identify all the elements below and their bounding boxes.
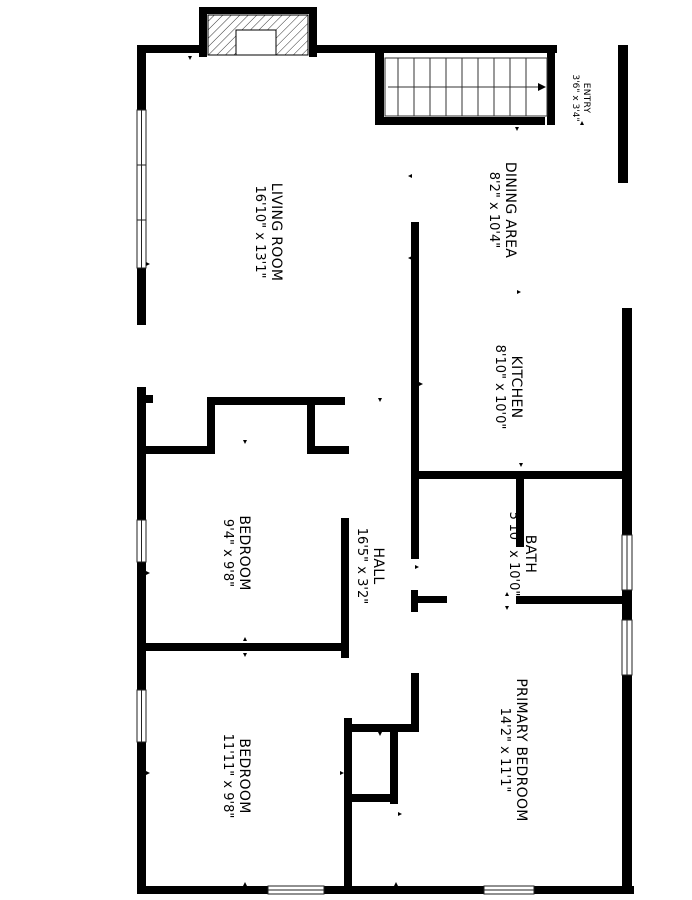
- exterior-walls: [137, 45, 634, 894]
- window-bedroom-1: [136, 519, 147, 563]
- room-dimensions: 5'10" x 10'0": [506, 511, 522, 597]
- room-label-primary-bedroom: PRIMARY BEDROOM 14'2" x 11'1": [497, 678, 529, 821]
- stair-arrow: [538, 83, 546, 91]
- door-markers: [146, 56, 626, 886]
- stair-treads: [388, 58, 538, 116]
- room-label-bath: BATH 5'10" x 10'0": [506, 512, 538, 597]
- room-name: ENTRY: [580, 82, 591, 114]
- interior-walls: [146, 222, 629, 890]
- room-name: BATH: [522, 534, 539, 574]
- room-dimensions: 14'2" x 11'1": [497, 707, 513, 793]
- room-dimensions: 8'10" x 10'0": [492, 344, 508, 430]
- room-name: BEDROOM: [236, 515, 253, 591]
- window-primary-bedroom: [621, 619, 633, 676]
- room-dimensions: 16'10" x 13'1": [252, 185, 268, 279]
- room-name: HALL: [370, 547, 387, 585]
- room-dimensions: 9'4" x 9'8": [220, 518, 236, 588]
- room-label-living-room: LIVING ROOM 16'10" x 13'1": [252, 183, 284, 282]
- windows: [136, 109, 633, 895]
- staircase: [375, 53, 555, 125]
- room-label-bedroom-2: BEDROOM 11'11" x 9'8": [220, 734, 252, 819]
- room-label-kitchen: KITCHEN 8'10" x 10'0": [492, 345, 524, 430]
- room-name: KITCHEN: [508, 355, 525, 419]
- room-name: DINING AREA: [502, 161, 519, 259]
- room-name: LIVING ROOM: [268, 182, 285, 282]
- room-dimensions: 11'11" x 9'8": [220, 733, 236, 819]
- fireplace: [199, 7, 317, 57]
- room-dimensions: 8'2" x 10'4": [486, 171, 502, 249]
- room-name: PRIMARY BEDROOM: [513, 678, 530, 822]
- window-bath: [621, 534, 633, 591]
- window-bottom-left: [267, 885, 325, 895]
- room-name: BEDROOM: [236, 738, 253, 814]
- window-living-room: [136, 109, 147, 269]
- room-dimensions: 16'5" x 3'2": [354, 527, 370, 605]
- room-label-hall: HALL 16'5" x 3'2": [354, 528, 386, 604]
- room-dimensions: 3'6" x 3'4": [570, 74, 580, 122]
- room-label-bedroom-1: BEDROOM 9'4" x 9'8": [220, 515, 252, 590]
- window-bottom-right: [483, 885, 535, 895]
- window-bedroom-2: [136, 689, 147, 743]
- room-label-entry: ENTRY 3'6" x 3'4": [569, 74, 591, 121]
- room-label-dining-area: DINING AREA 8'2" x 10'4": [486, 162, 518, 258]
